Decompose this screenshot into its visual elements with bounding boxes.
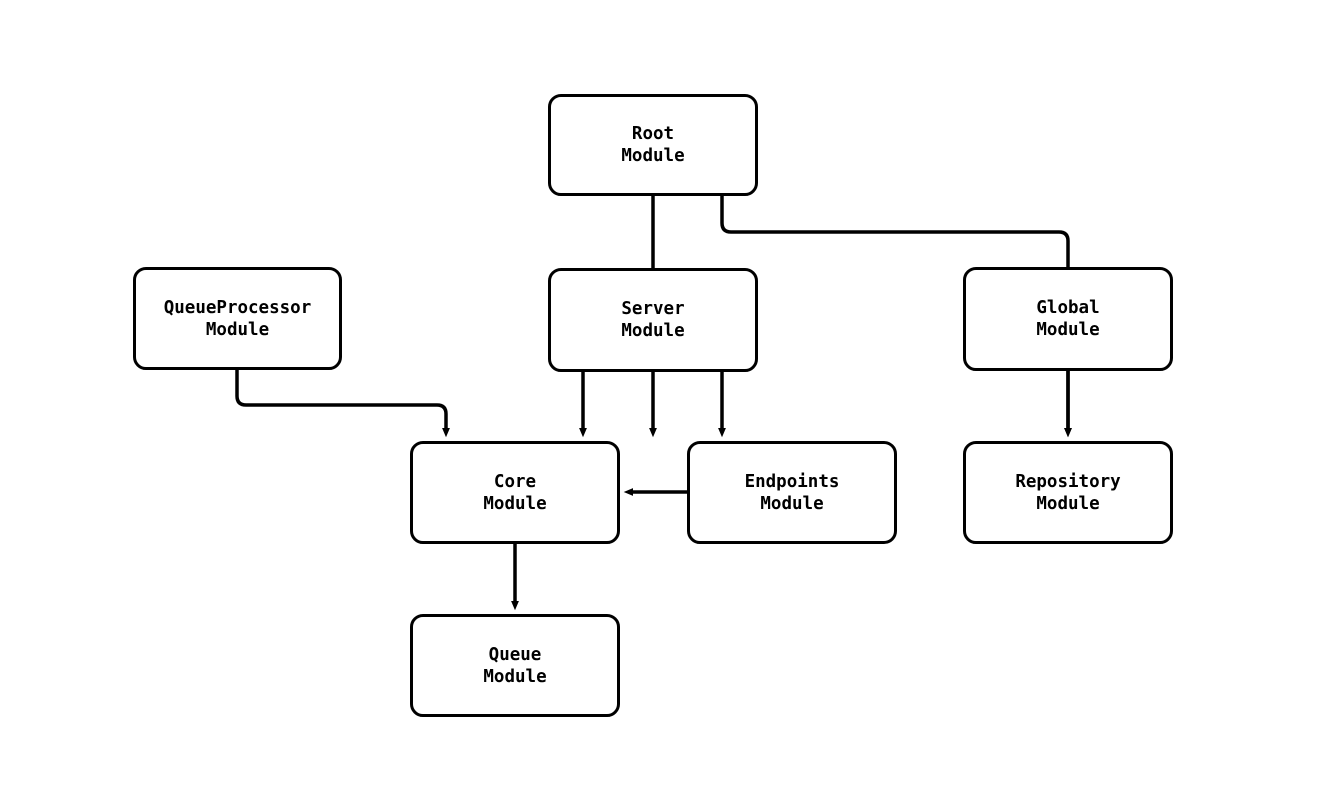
node-global-module[interactable]: Global Module xyxy=(963,267,1173,371)
node-queueprocessor-module[interactable]: QueueProcessor Module xyxy=(133,267,342,370)
node-endpoints-module-line1: Endpoints xyxy=(744,471,840,492)
node-server-module-line1: Server xyxy=(621,299,685,319)
node-endpoints-module[interactable]: Endpoints Module xyxy=(687,441,897,544)
node-queueprocessor-module-line1: QueueProcessor xyxy=(163,297,312,318)
node-repository-module-line1: Repository xyxy=(1015,471,1121,492)
node-core-module-line1: Core xyxy=(493,471,537,492)
node-endpoints-module-line2: Module xyxy=(760,493,824,514)
node-root-module-line1: Root xyxy=(631,124,675,144)
edge-queueprocessor-to-core xyxy=(235,370,450,438)
node-global-module-line1: Global xyxy=(1036,298,1100,318)
node-core-module-line2: Module xyxy=(483,493,547,514)
node-root-module-line2: Module xyxy=(621,146,685,166)
node-queueprocessor-module-line2: Module xyxy=(205,319,270,340)
node-queue-module-line2: Module xyxy=(483,666,547,687)
node-queue-module[interactable]: Queue Module xyxy=(410,614,620,717)
node-server-module[interactable]: Server Module xyxy=(548,268,758,372)
node-queue-module-line1: Queue xyxy=(488,644,542,665)
node-core-module[interactable]: Core Module xyxy=(410,441,620,544)
node-root-module[interactable]: Root Module xyxy=(548,94,758,196)
node-server-module-line2: Module xyxy=(621,321,685,341)
node-repository-module[interactable]: Repository Module xyxy=(963,441,1173,544)
node-global-module-line2: Module xyxy=(1036,320,1100,340)
node-repository-module-line2: Module xyxy=(1036,493,1100,514)
